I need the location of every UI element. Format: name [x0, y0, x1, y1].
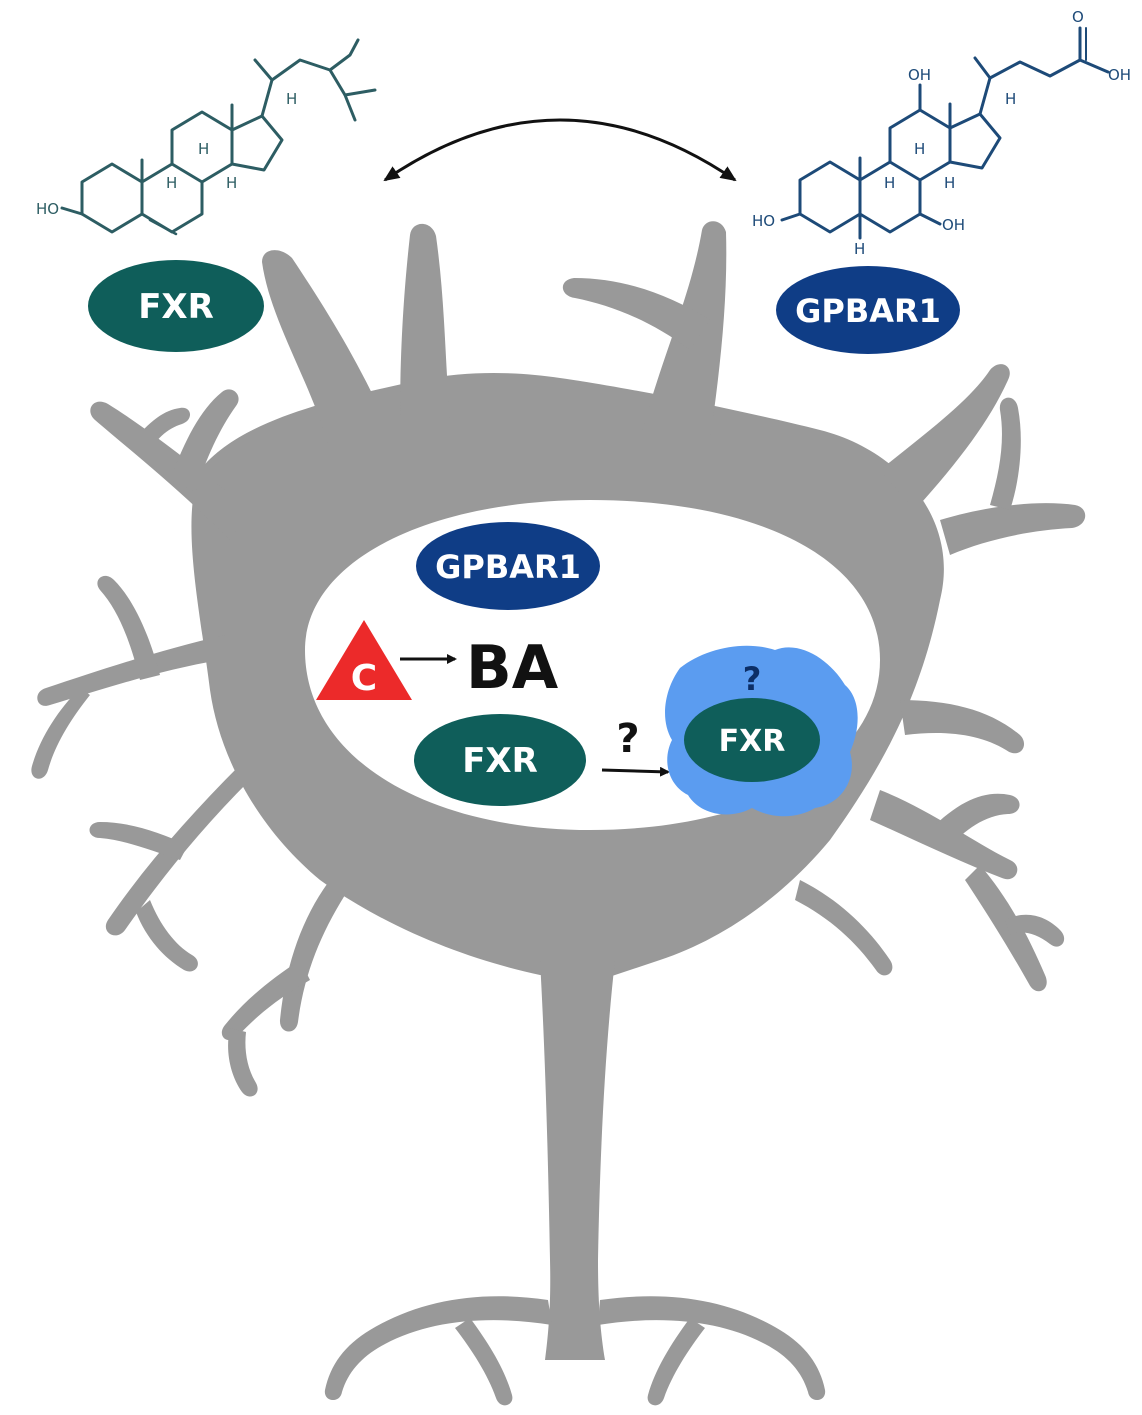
cholesterol-atom-h: H: [286, 90, 297, 108]
bile-acid-atom-oh: OH: [908, 66, 931, 84]
bile-acid-atom-h: H: [1005, 90, 1016, 108]
gpbar1-outside-label: GPBAR1: [795, 292, 941, 330]
gpbar1-inside: GPBAR1: [416, 522, 600, 610]
cholesterol-atom-h: H: [226, 174, 237, 192]
nucleus-question: ?: [743, 660, 762, 698]
bile-acid-atom-h: H: [914, 140, 925, 158]
bile-acid-structure: HO OH OH O OH H H H H H: [752, 8, 1131, 258]
nucleus: ? FXR: [665, 645, 858, 817]
bile-acid-atom-oh: OH: [942, 216, 965, 234]
translocation-question: ?: [616, 716, 639, 762]
fxr-inside-label: FXR: [462, 741, 538, 781]
ba-label: BA: [466, 633, 559, 703]
gpbar1-inside-label: GPBAR1: [435, 548, 581, 586]
fxr-nucleus-label: FXR: [719, 724, 786, 759]
triangle-icon: [316, 620, 412, 700]
bile-acid-atom-h: H: [884, 174, 895, 192]
bile-acid-atom-o: O: [1072, 8, 1084, 26]
gpbar1-outside: GPBAR1: [776, 266, 960, 354]
cholesterol-atom-h: H: [166, 174, 177, 192]
cholesterol-triangle: C: [316, 620, 412, 700]
neuron-axon: [540, 960, 615, 1360]
cholesterol-structure: HO H H H H: [36, 38, 377, 236]
fxr-outside-label: FXR: [138, 287, 214, 327]
bile-acid-atom-h: H: [944, 174, 955, 192]
neuron-cell: [31, 221, 1086, 1406]
triangle-label: C: [351, 658, 377, 699]
bile-acid-atom-h: H: [854, 240, 865, 258]
arrow-right-icon: [601, 766, 670, 777]
neuron-soma: [191, 373, 944, 980]
cholesterol-atom-h: H: [198, 140, 209, 158]
fxr-outside: FXR: [88, 260, 264, 352]
bile-acid-atom-ho: HO: [752, 212, 775, 230]
cholesterol-atom-ho: HO: [36, 200, 59, 218]
bile-acid-atom-oh: OH: [1108, 66, 1131, 84]
fxr-inside: FXR: [414, 714, 586, 806]
double-arrow-icon: [383, 118, 737, 182]
